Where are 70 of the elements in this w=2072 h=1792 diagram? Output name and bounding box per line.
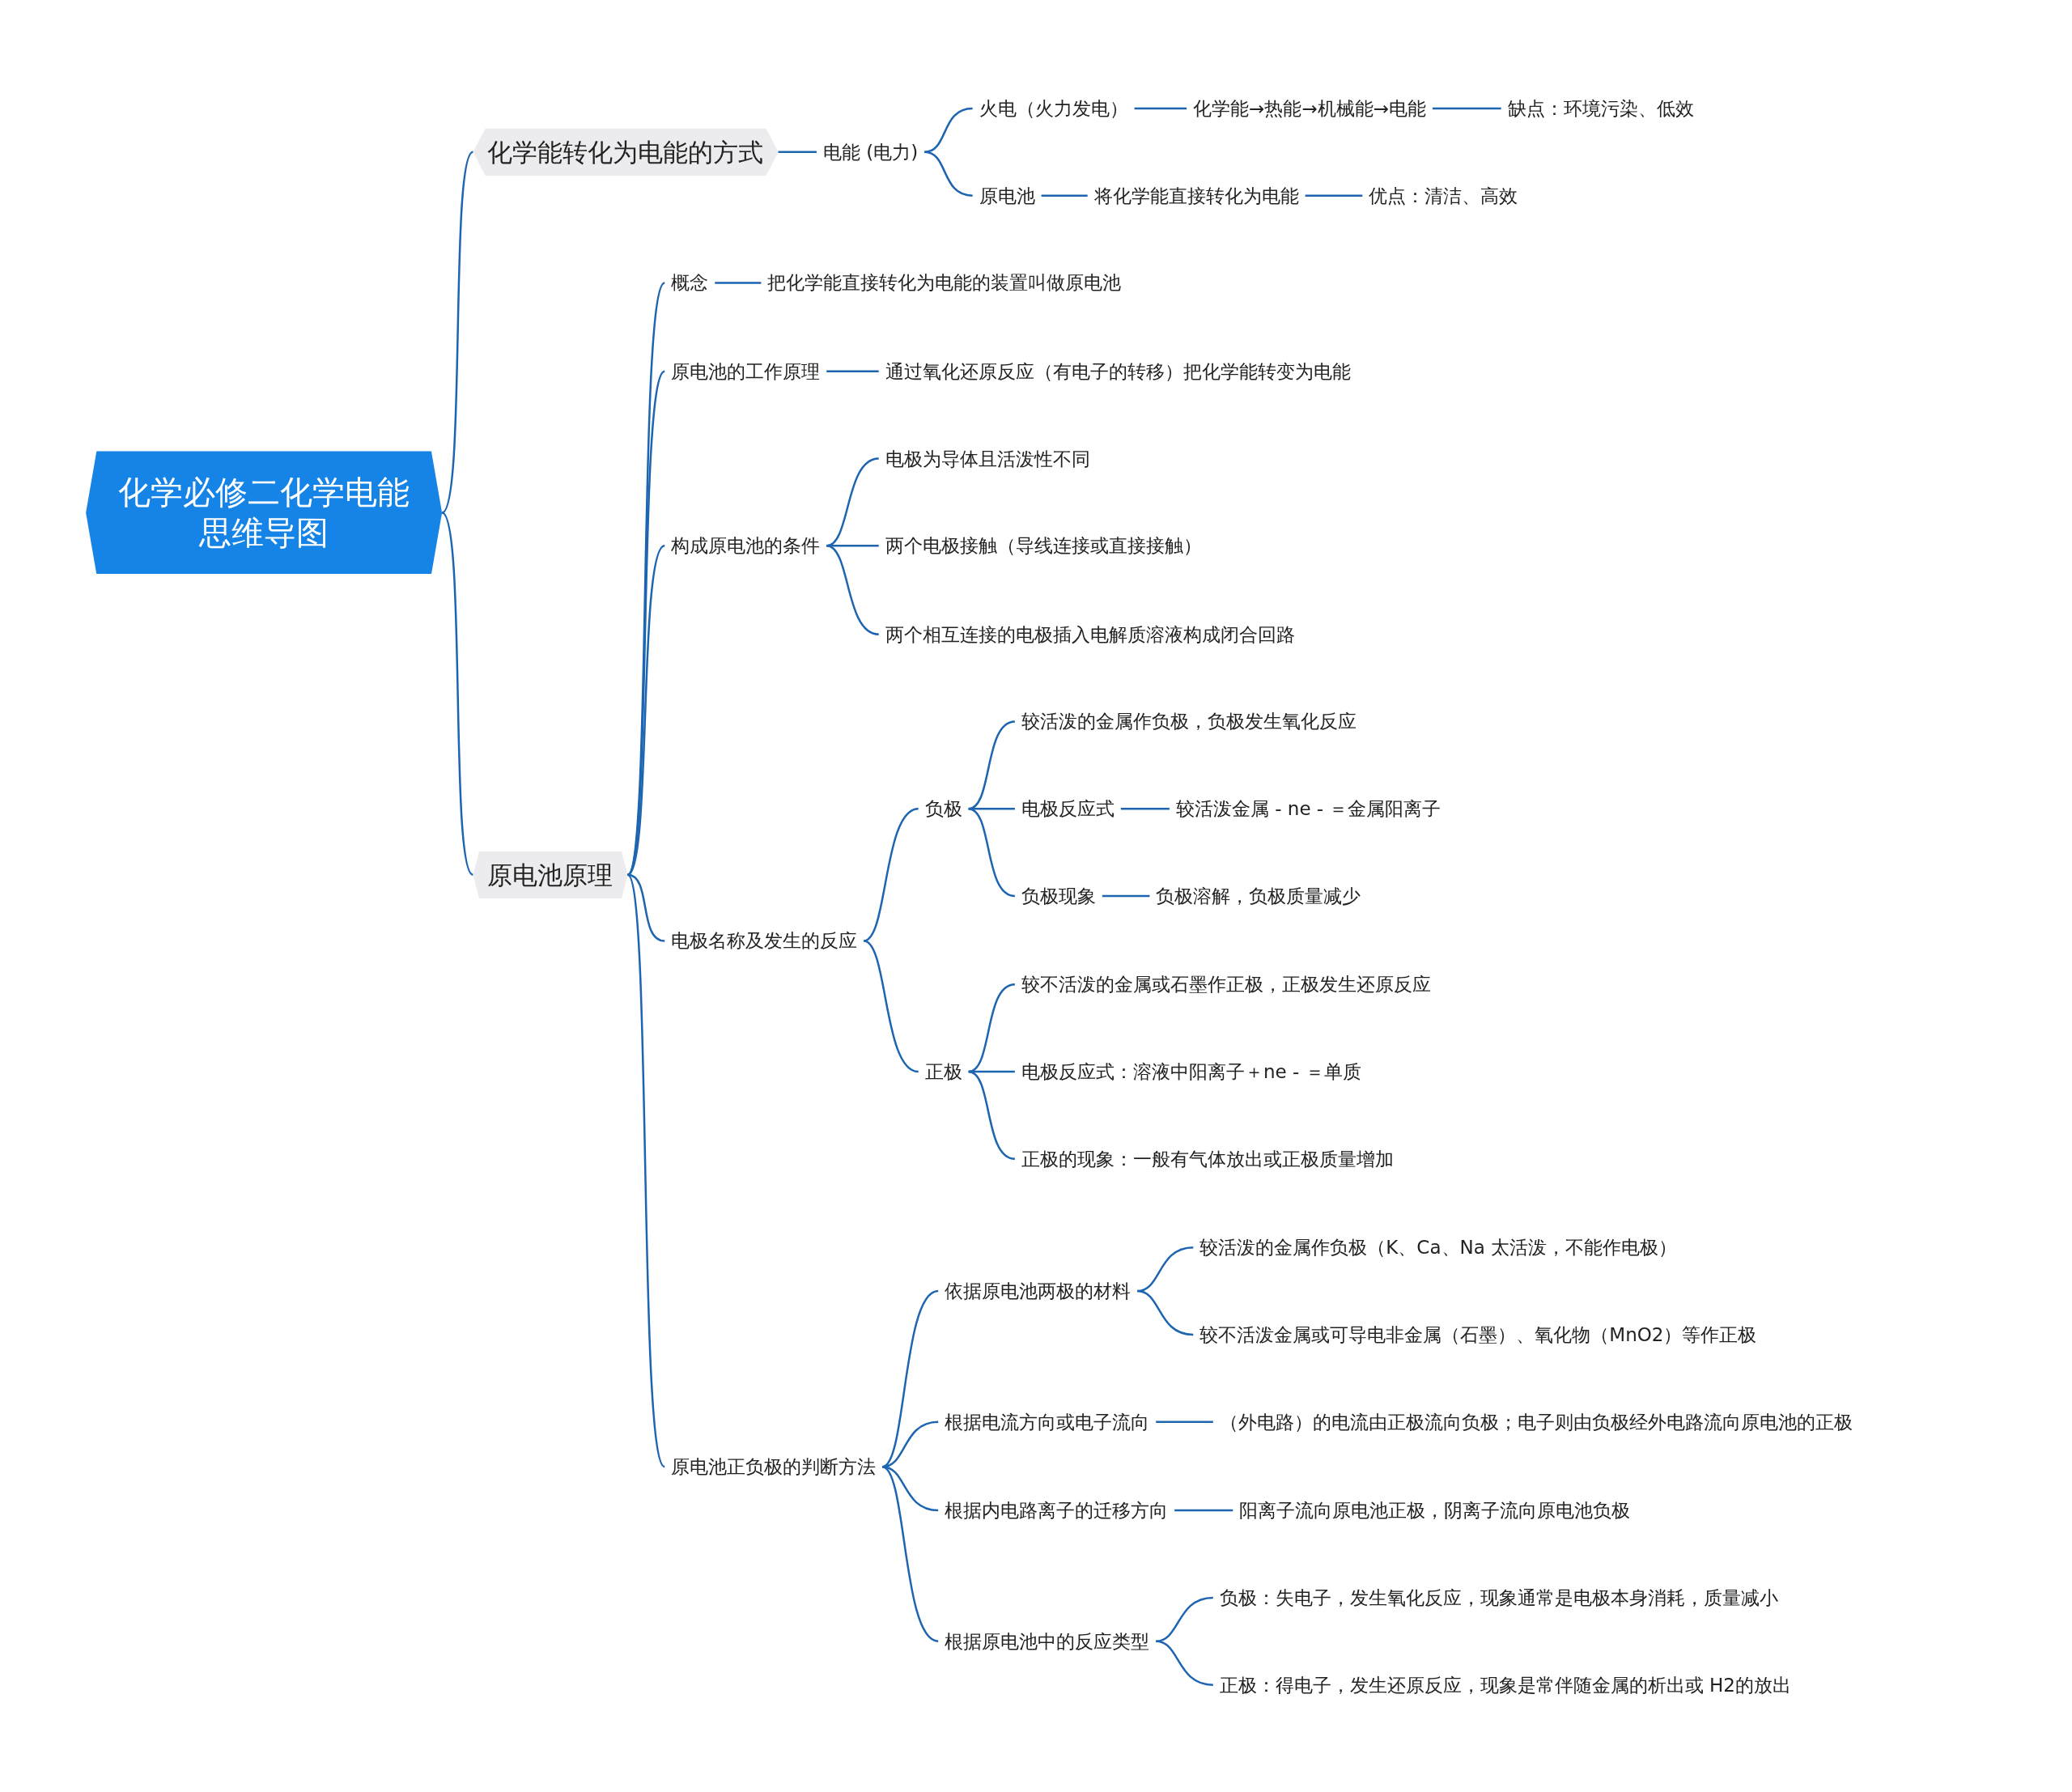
connector-line xyxy=(1305,194,1363,197)
topic-text: 电能 (电力) xyxy=(816,137,925,168)
connector-line xyxy=(881,1466,939,1642)
topic-text: 较不活泼的金属或石墨作正极，正极发生还原反应 xyxy=(1014,969,1437,1000)
topic-text: 缺点：环境污染、低效 xyxy=(1501,93,1700,124)
topic-text: 电极反应式：溶液中阳离子＋ne - ＝单质 xyxy=(1014,1056,1368,1087)
topic-text: 通过氧化还原反应（有电子的转移）把化学能转变为电能 xyxy=(878,356,1357,387)
topic-text: 化学能→热能→机械能→电能 xyxy=(1187,93,1433,124)
connector-line xyxy=(1136,1289,1194,1336)
connector-line xyxy=(715,282,762,284)
topic-text: 正极：得电子，发生还原反应，现象是常伴随金属的析出或 H2的放出 xyxy=(1212,1670,1798,1700)
topic-text: 把化学能直接转化为电能的装置叫做原电池 xyxy=(761,268,1128,298)
connector-line xyxy=(968,1070,1016,1161)
topic-text: 负极：失电子，发生氧化反应，现象通常是电极本身消耗，质量减小 xyxy=(1212,1582,1785,1613)
topic-text: 较活泼的金属作负极，负极发生氧化反应 xyxy=(1014,707,1363,737)
topic-text: 原电池 xyxy=(972,180,1042,210)
connector-line xyxy=(968,983,1016,1073)
topic-text: 原电池的工作原理 xyxy=(664,356,827,387)
topic-text: 优点：清洁、高效 xyxy=(1362,180,1525,210)
connector-line xyxy=(1120,807,1170,810)
topic-box: 化学能转化为电能的方式 xyxy=(473,128,779,176)
topic-text: 两个相互连接的电极插入电解质溶液构成闭合回路 xyxy=(878,619,1301,650)
connector-line xyxy=(627,873,665,942)
topic-text: 原电池正负极的判断方法 xyxy=(664,1451,883,1482)
root-topic-box: 化学必修二化学电能思维导图 xyxy=(86,451,443,575)
connector-line xyxy=(924,151,973,197)
topic-text: 根据电流方向或电子流向 xyxy=(938,1407,1157,1437)
topic-text: 电极反应式 xyxy=(1014,793,1121,824)
connector-line xyxy=(1134,107,1187,110)
topic-text: 阳离子流向原电池正极，阴离子流向原电池负极 xyxy=(1233,1495,1637,1526)
topic-text: 电极名称及发生的反应 xyxy=(664,926,864,956)
topic-text: （外电路）的电流由正极流向负极；电子则由负极经外电路流向原电池的正极 xyxy=(1212,1407,1859,1437)
topic-text: 概念 xyxy=(664,268,715,298)
connector-line xyxy=(1156,1420,1213,1423)
connector-line xyxy=(1155,1596,1213,1642)
connector-line xyxy=(882,1466,939,1512)
connector-line xyxy=(626,874,666,1467)
topic-box: 原电池原理 xyxy=(473,851,628,899)
topic-text: 较活泼的金属作负极（K、Ca、Na 太活泼，不能作电极） xyxy=(1193,1232,1684,1263)
connector-line xyxy=(441,151,474,514)
connector-line xyxy=(1174,1509,1233,1512)
connector-line xyxy=(826,545,879,547)
connector-line xyxy=(1041,194,1088,197)
topic-text: 负极溶解，负极质量减少 xyxy=(1149,881,1368,911)
topic-text: 构成原电池的条件 xyxy=(664,530,827,561)
connector-line xyxy=(441,512,474,876)
connector-line xyxy=(1155,1640,1213,1686)
topic-text: 较不活泼金属或可导电非金属（石墨）、氧化物（MnO2）等作正极 xyxy=(1193,1319,1764,1350)
connector-line xyxy=(1102,894,1150,898)
connector-line xyxy=(863,940,919,1073)
connector-line xyxy=(778,151,817,153)
topic-text: 火电（火力发电） xyxy=(972,93,1135,124)
topic-text: 较活泼金属 - ne - ＝金属阳离子 xyxy=(1169,793,1448,824)
connector-line xyxy=(1432,107,1501,110)
connector-line xyxy=(826,370,879,372)
topic-text: 负极现象 xyxy=(1014,881,1102,911)
connector-line xyxy=(924,107,973,153)
topic-text: 电极为导体且活泼性不同 xyxy=(878,444,1097,473)
topic-text: 将化学能直接转化为电能 xyxy=(1087,180,1306,210)
topic-text: 依据原电池两极的材料 xyxy=(938,1276,1138,1306)
connector-line xyxy=(968,807,1016,898)
topic-text: 正极的现象：一般有气体放出或正极质量增加 xyxy=(1014,1144,1400,1174)
topic-text: 两个电极接触（导线连接或直接接触） xyxy=(878,530,1208,561)
topic-text: 负极 xyxy=(918,793,969,824)
topic-text: 根据原电池中的反应类型 xyxy=(938,1626,1157,1657)
topic-text: 正极 xyxy=(918,1056,969,1087)
connector-line xyxy=(881,1289,939,1468)
topic-text: 根据内电路离子的迁移方向 xyxy=(938,1495,1175,1526)
connector-line xyxy=(826,545,879,635)
connector-line xyxy=(968,720,1016,810)
